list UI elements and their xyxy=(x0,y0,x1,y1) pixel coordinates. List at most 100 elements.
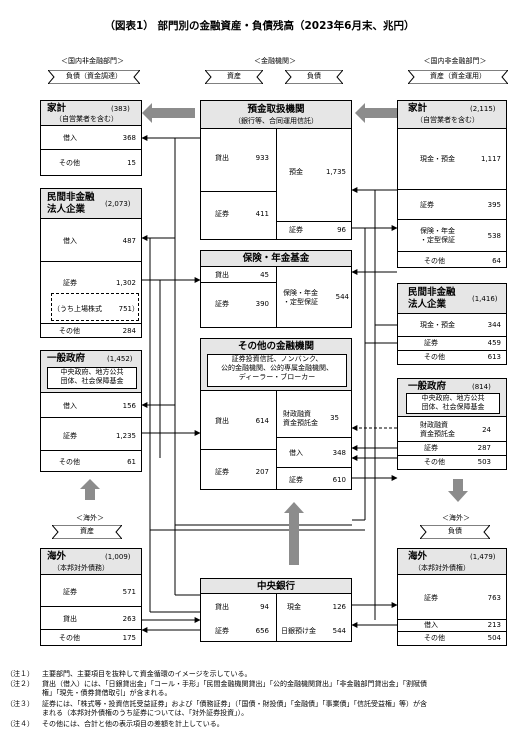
other-financial-institutions-box: その他の金融機関 証券投資信託、ノンバンク、 公的金融機関、公的専属金融機関、 … xyxy=(200,338,352,490)
sector-subtitle: （自営業者を含む） xyxy=(55,115,118,123)
footnote-number: （注２） xyxy=(6,680,34,688)
item-label: 証券 xyxy=(289,226,303,234)
item-value: 504 xyxy=(487,634,501,642)
ribbon-label: 資産 xyxy=(80,527,94,535)
item-value: 45 xyxy=(260,271,269,279)
sector-total: (1,416) xyxy=(472,295,498,303)
item-label: ・定型保証 xyxy=(420,236,455,244)
sector-name: 海外 xyxy=(408,551,428,562)
item-label: 貸出 xyxy=(63,615,77,623)
item-label: 貸出 xyxy=(215,154,229,162)
item-label: その他 xyxy=(424,634,445,642)
ribbon-label: 負債 xyxy=(307,72,321,80)
section-label-right: ＜国内非金融部門＞ xyxy=(423,57,487,65)
sector-total: (814) xyxy=(472,383,491,391)
sector-name: 保険・年金基金 xyxy=(242,253,310,264)
item-value: 35 xyxy=(330,414,339,422)
item-label: その他 xyxy=(59,634,80,642)
item-value: 175 xyxy=(122,634,136,642)
item-label: 証券 xyxy=(424,339,438,347)
item-label: 貸出 xyxy=(215,271,229,279)
right-corp-box: 民間非金融 法人企業 (1,416) 現金・預金 344 証券 459 その他 … xyxy=(397,283,507,365)
sector-name: 法人企業 xyxy=(408,299,447,310)
item-value: 610 xyxy=(332,476,346,484)
item-value: 213 xyxy=(487,621,501,629)
box-header xyxy=(398,549,506,575)
item-value: 1,302 xyxy=(115,279,136,287)
ribbon-label: 資産（資金運用） xyxy=(430,72,486,80)
item-value: 24 xyxy=(482,426,491,434)
page-title: （図表1） 部門別の金融資産・負債残高（2023年6月末、兆円） xyxy=(104,20,415,32)
item-label: 借入 xyxy=(63,237,77,245)
item-label: 証券 xyxy=(215,468,229,476)
item-value: 538 xyxy=(487,232,501,240)
item-label: 証券 xyxy=(215,210,229,218)
ribbon-label: 資産 xyxy=(227,72,241,80)
item-label: 現金 xyxy=(287,603,301,611)
item-value: 156 xyxy=(122,402,136,410)
box-header xyxy=(201,251,351,267)
item-value: 395 xyxy=(487,201,501,209)
sector-total: (383) xyxy=(111,105,130,113)
sector-subtitle: 団体、社会保障基金 xyxy=(421,403,485,411)
sector-name: 一般政府 xyxy=(408,381,447,392)
section-label-center: ＜金融機関＞ xyxy=(254,57,296,65)
footnote-text: その他には、合計と他の表示項目の差額を計上している。 xyxy=(42,720,224,728)
item-value: 1,117 xyxy=(480,155,501,163)
item-label: 証券 xyxy=(63,279,77,287)
sector-name: 預金取扱機関 xyxy=(247,104,305,115)
gray-arrow-up xyxy=(284,502,304,565)
item-label: 保険・年金 xyxy=(420,227,455,235)
sector-total: (1,479) xyxy=(470,553,496,561)
ribbon-left-liabilities: 負債（資金調達） xyxy=(48,70,140,84)
item-value: 503 xyxy=(477,458,491,466)
item-label: 証券 xyxy=(424,594,438,602)
item-value: 411 xyxy=(255,210,269,218)
section-label-overseas-left: ＜海外＞ xyxy=(76,514,104,522)
item-value: 348 xyxy=(332,449,346,457)
ribbon-overseas-right-liabilities: 負債 xyxy=(420,525,490,539)
footnote-number: （注１） xyxy=(6,670,34,678)
item-label: 証券 xyxy=(63,432,77,440)
item-value: 15 xyxy=(127,159,136,167)
item-value: 207 xyxy=(255,468,269,476)
item-label: 証券 xyxy=(215,627,229,635)
gray-block-arrows xyxy=(80,103,468,565)
section-label-overseas-right: ＜海外＞ xyxy=(442,514,470,522)
sector-subtitle: （銀行等、合同運用信託） xyxy=(234,117,318,125)
gray-arrow-down xyxy=(448,479,468,502)
sector-subtitle-box: 証券投資信託、ノンバンク、 公的金融機関、公的専属金融機関、 ディーラー・ブロー… xyxy=(207,354,347,387)
right-household-box: 家計 (2,115) （自営業者を含む） 現金・預金 1,117 証券 395 … xyxy=(397,100,507,268)
item-label: 資金預託金 xyxy=(420,430,455,438)
item-value: 94 xyxy=(260,603,269,611)
sector-total: (2,073) xyxy=(105,200,131,208)
listed-stock-dashed-box xyxy=(51,293,139,321)
item-label: 財政融資 xyxy=(420,421,448,429)
sector-name: 民間非金融 xyxy=(408,287,456,298)
footnote-number: （注３） xyxy=(6,700,34,708)
ribbon-center-assets: 資産 xyxy=(205,70,263,84)
insurance-pension-box: 保険・年金基金 貸出 45 証券 390 保険・年金 ・定型保証 544 xyxy=(200,250,352,328)
item-value: 656 xyxy=(255,627,269,635)
footnote-number: （注４） xyxy=(6,720,34,728)
left-corp-box: 民間非金融 法人企業 (2,073) 借入 487 証券 1,302 （うち上場… xyxy=(40,188,142,338)
item-value: 284 xyxy=(122,327,136,335)
sector-subtitle: （本邦対外債権） xyxy=(414,564,470,572)
sector-total: (2,115) xyxy=(470,105,496,113)
item-value: 390 xyxy=(255,300,269,308)
box-header xyxy=(41,549,141,575)
sector-name: 海外 xyxy=(47,551,67,562)
sector-subtitle-box: 中央政府、地方公共 団体、社会保障基金 xyxy=(47,367,137,389)
item-label: その他 xyxy=(424,458,445,466)
item-label: その他 xyxy=(59,458,80,466)
item-label: 証券 xyxy=(289,476,303,484)
item-label: 現金・預金 xyxy=(420,321,455,329)
item-value: 64 xyxy=(492,257,501,265)
item-value: 487 xyxy=(122,237,136,245)
item-label: 証券 xyxy=(424,444,438,452)
item-value: 263 xyxy=(122,615,136,623)
box-header xyxy=(41,101,141,126)
ribbon-center-liabilities: 負債 xyxy=(285,70,343,84)
deposit-institutions-box: 預金取扱機関 （銀行等、合同運用信託） 貸出 933 証券 411 預金 1,7… xyxy=(200,100,352,240)
